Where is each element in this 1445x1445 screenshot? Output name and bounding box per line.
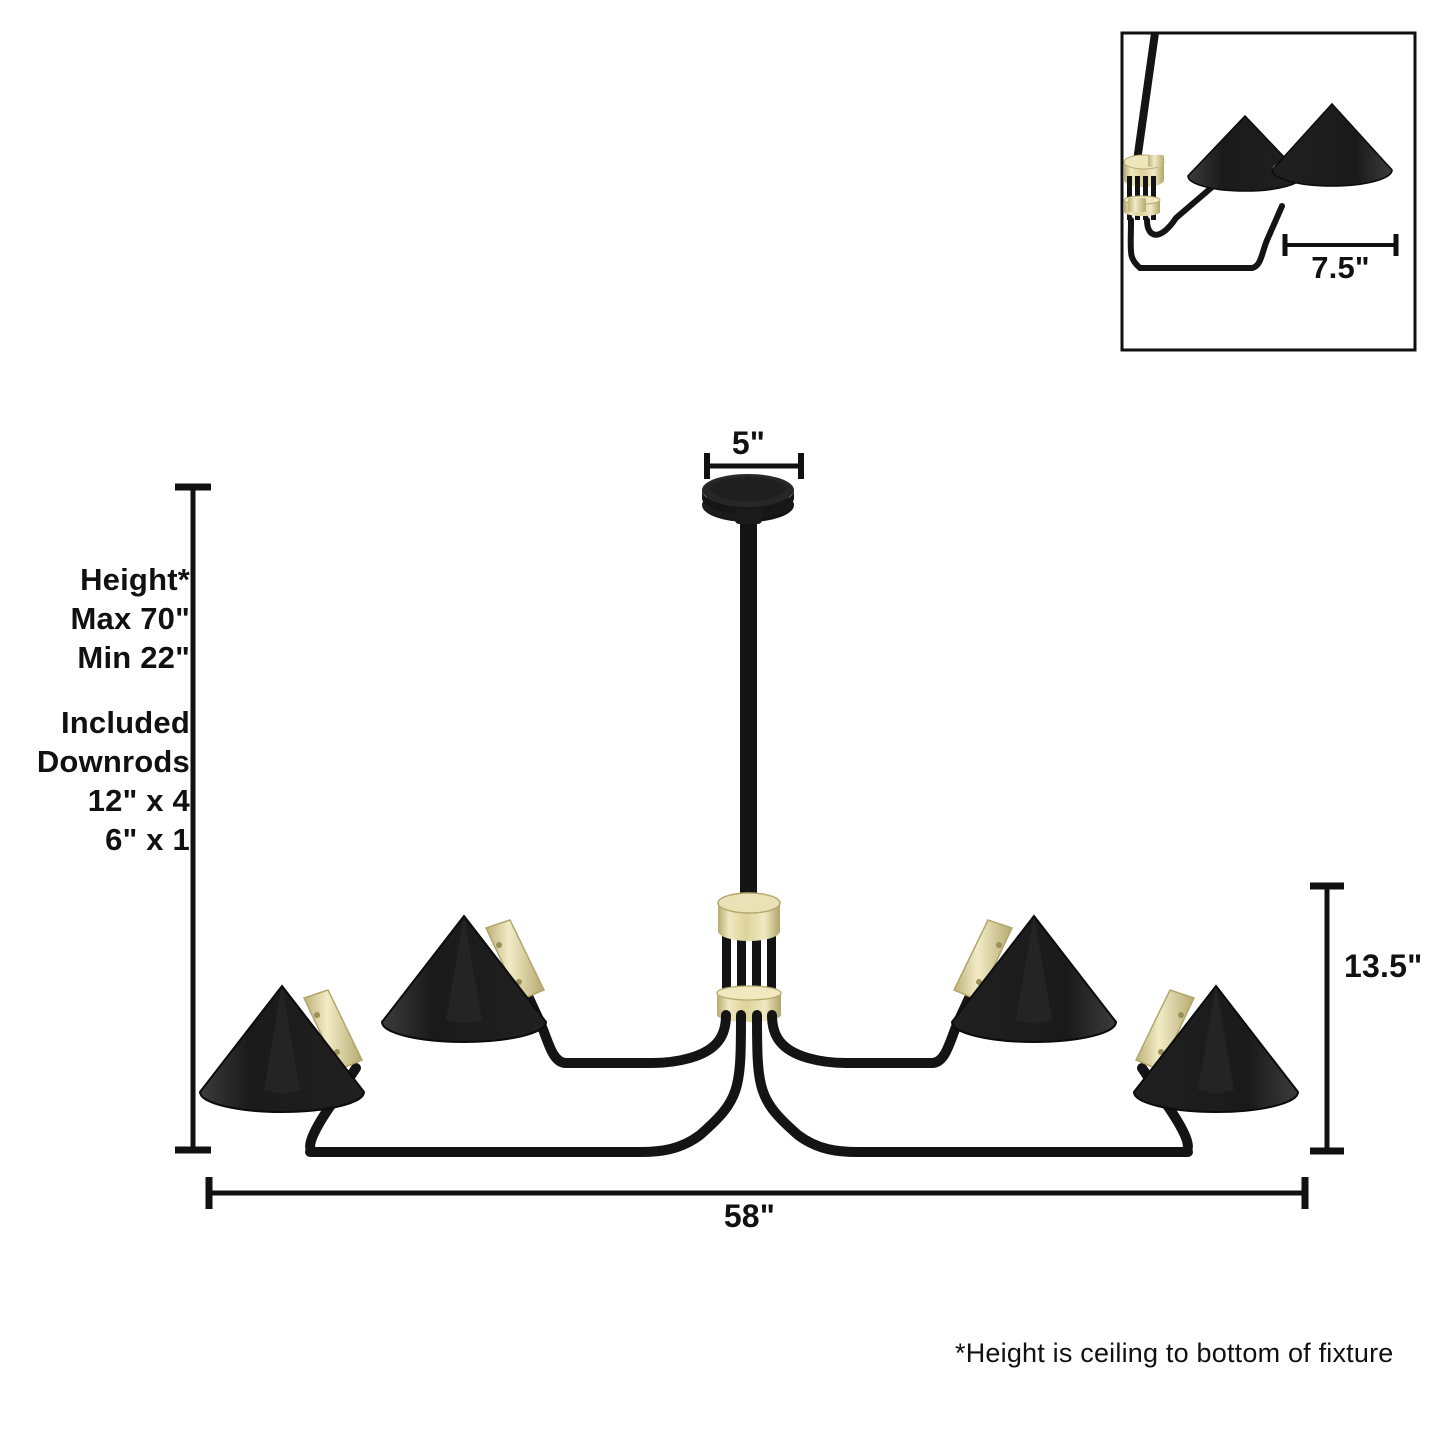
height-label: Height*: [80, 562, 190, 597]
shade-width-label: 7.5": [1311, 250, 1370, 285]
downrod-size-1: 12" x 4: [87, 783, 190, 818]
dimension-shade-7-5: [1282, 234, 1399, 256]
footnote-text: *Height is ceiling to bottom of fixture: [955, 1338, 1394, 1368]
downrod-size-2: 6" x 1: [105, 822, 190, 857]
spec-gap: [0, 677, 190, 703]
canopy-group: [702, 474, 794, 910]
downrods-title-line2: Downrods: [36, 744, 190, 779]
dimension-width-58: [205, 1177, 1309, 1209]
downrods-title-line1: Included: [60, 705, 190, 740]
overall-width-label: 58": [723, 1198, 776, 1234]
arm-inner-right: [767, 1010, 937, 1068]
fixture-height-label: 13.5": [1344, 948, 1423, 984]
hub-group: [716, 892, 782, 1022]
dimension-height-13-5: [1310, 882, 1344, 1155]
arm-inner-left: [561, 1010, 731, 1068]
inset-detail-view: [1120, 31, 1417, 352]
height-max: Max 70": [70, 601, 190, 636]
arm-outer-right: [752, 1010, 1193, 1157]
dimension-height: [175, 483, 211, 1154]
canopy-width-label: 5": [731, 425, 766, 461]
inset-shade-2: [1271, 102, 1393, 187]
spec-block: Height* Max 70" Min 22" Included Downrod…: [0, 560, 190, 859]
height-min: Min 22": [77, 640, 190, 675]
dimension-canopy-5: [704, 453, 804, 479]
arm-outer-left: [305, 1010, 746, 1157]
